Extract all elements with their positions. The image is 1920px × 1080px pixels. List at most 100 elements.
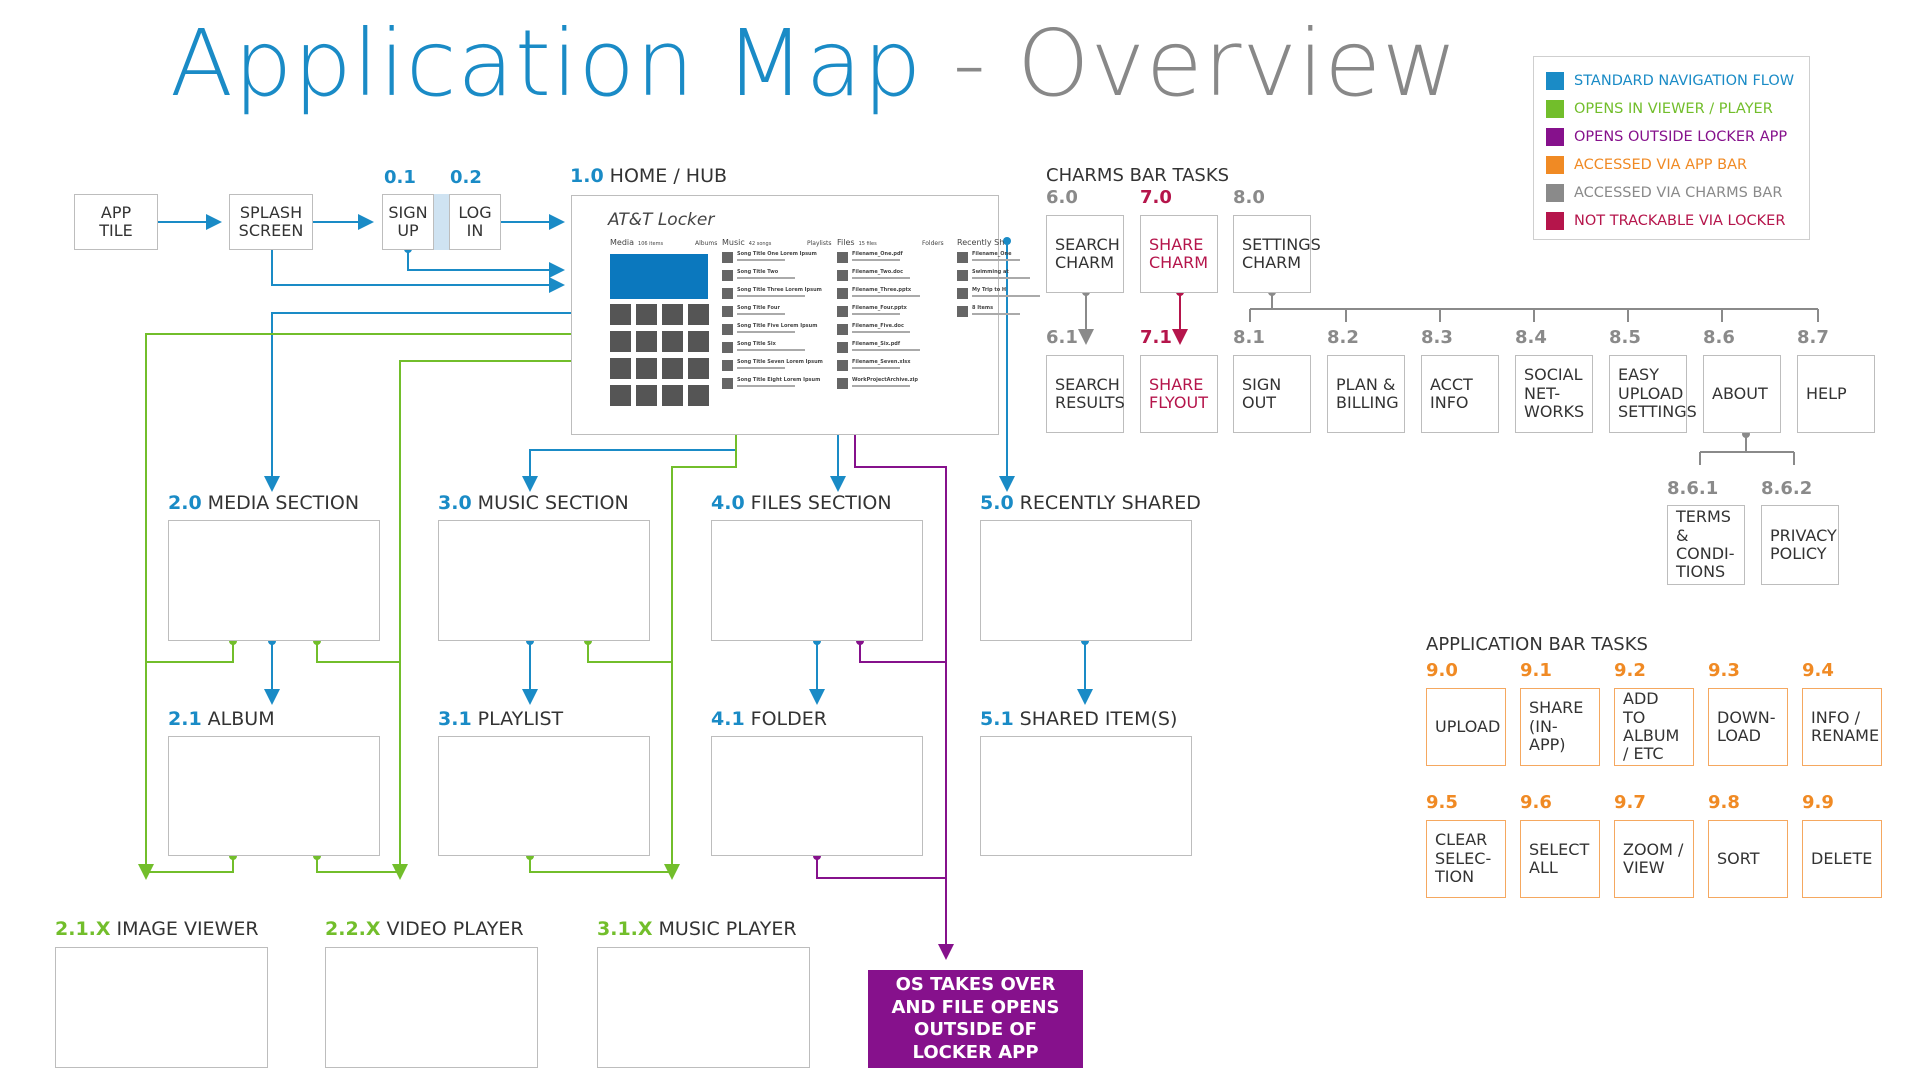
splash-screen-box[interactable]: SPLASH SCREEN bbox=[229, 194, 313, 250]
settings-item-label: SOCIAL NET-WORKS bbox=[1524, 365, 1585, 422]
hub-media-tile[interactable] bbox=[636, 304, 657, 325]
hub-list-thumb bbox=[837, 378, 848, 389]
hub-media-tile[interactable] bbox=[662, 385, 683, 406]
signup-box[interactable]: SIGN UP bbox=[382, 194, 434, 250]
recent-section-box[interactable] bbox=[980, 520, 1192, 641]
settings-item-box[interactable]: ABOUT bbox=[1703, 355, 1781, 433]
search-results-box[interactable]: SEARCH RESULTS bbox=[1046, 355, 1125, 433]
music-player-box[interactable] bbox=[597, 947, 810, 1068]
folder-box[interactable] bbox=[711, 736, 923, 856]
playlist-label: PLAYLIST bbox=[477, 708, 564, 730]
appbar-item-box[interactable]: SORT bbox=[1708, 820, 1788, 898]
appbar-item-number: 9.9 bbox=[1802, 792, 1834, 813]
appbar-item-label: UPLOAD bbox=[1435, 716, 1501, 736]
settings-item-box[interactable]: EASY UPLOAD SETTINGS bbox=[1609, 355, 1697, 433]
hub-media-tile[interactable] bbox=[610, 304, 631, 325]
hub-media-tile[interactable] bbox=[688, 358, 709, 379]
appbar-item-box[interactable]: SELECT ALL bbox=[1520, 820, 1600, 898]
hub-list-subtitle bbox=[852, 259, 900, 261]
appbar-item-number: 9.3 bbox=[1708, 660, 1740, 681]
settings-item-box[interactable]: ACCT INFO bbox=[1421, 355, 1499, 433]
hub-media-tile[interactable] bbox=[662, 331, 683, 352]
files-section-label: FILES SECTION bbox=[750, 492, 892, 514]
appbar-item-number: 9.4 bbox=[1802, 660, 1834, 681]
files-section-box[interactable] bbox=[711, 520, 923, 641]
appbar-item-box[interactable]: ZOOM / VIEW bbox=[1614, 820, 1694, 898]
appbar-item-box[interactable]: ADD TO ALBUM / ETC bbox=[1614, 688, 1694, 766]
media-section-box[interactable] bbox=[168, 520, 380, 641]
hub-list-title: Song Title Eight Lorem Ipsum bbox=[737, 377, 821, 383]
hub-media-tile[interactable] bbox=[636, 358, 657, 379]
hub-list-title: Song Title Six bbox=[737, 341, 776, 347]
image-viewer-number: 2.1.X bbox=[55, 918, 111, 940]
settings-item-box[interactable]: SIGN OUT bbox=[1233, 355, 1311, 433]
hub-list-subtitle bbox=[972, 295, 1040, 297]
about-item-box[interactable]: TERMS & CONDI-TIONS bbox=[1667, 505, 1745, 585]
hub-list-subtitle bbox=[737, 295, 805, 297]
settings-charm-box[interactable]: SETTINGS CHARM bbox=[1233, 215, 1321, 293]
music-section-box[interactable] bbox=[438, 520, 650, 641]
album-box[interactable] bbox=[168, 736, 380, 856]
hub-media-tile[interactable] bbox=[610, 358, 631, 379]
search-results-number: 6.1 bbox=[1046, 327, 1078, 348]
appbar-item-box[interactable]: DELETE bbox=[1802, 820, 1882, 898]
hub-media-tile[interactable] bbox=[636, 331, 657, 352]
settings-item-label: PLAN & BILLING bbox=[1336, 374, 1399, 412]
legend-swatch bbox=[1546, 128, 1564, 146]
hub-media-tile[interactable] bbox=[610, 385, 631, 406]
hub-media-tile[interactable] bbox=[688, 385, 709, 406]
login-number: 0.2 bbox=[450, 167, 482, 188]
appbar-item-box[interactable]: CLEAR SELEC-TION bbox=[1426, 820, 1506, 898]
login-box[interactable]: LOG IN bbox=[449, 194, 501, 250]
hub-list-title: Song Title Three Lorem Ipsum bbox=[737, 287, 822, 293]
share-charm-label: SHARE CHARM bbox=[1149, 234, 1209, 272]
appbar-item-number: 9.0 bbox=[1426, 660, 1458, 681]
share-charm-box[interactable]: SHARE CHARM bbox=[1140, 215, 1218, 293]
playlist-box[interactable] bbox=[438, 736, 650, 856]
hub-list-subtitle bbox=[737, 385, 795, 387]
search-charm-box[interactable]: SEARCH CHARM bbox=[1046, 215, 1124, 293]
settings-item-box[interactable]: PLAN & BILLING bbox=[1327, 355, 1405, 433]
hub-column-header: Recently Sh bbox=[957, 238, 1004, 247]
hub-media-tile[interactable] bbox=[662, 304, 683, 325]
hub-app-title: AT&T Locker bbox=[608, 210, 715, 230]
hub-media-tile[interactable] bbox=[688, 331, 709, 352]
hub-media-tile[interactable] bbox=[636, 385, 657, 406]
hub-media-tile[interactable] bbox=[688, 304, 709, 325]
video-player-box[interactable] bbox=[325, 947, 538, 1068]
hub-list-thumb bbox=[837, 252, 848, 263]
hub-list-thumb bbox=[957, 270, 968, 281]
appbar-item-box[interactable]: INFO / RENAME bbox=[1802, 688, 1882, 766]
appbar-item-label: CLEAR SELEC-TION bbox=[1435, 830, 1492, 887]
settings-item-box[interactable]: SOCIAL NET-WORKS bbox=[1515, 355, 1593, 433]
title-part1: Application Map bbox=[170, 10, 923, 117]
hub-column-name: Media bbox=[610, 238, 635, 247]
appbar-item-box[interactable]: DOWN-LOAD bbox=[1708, 688, 1788, 766]
legend-label: NOT TRACKABLE VIA LOCKER bbox=[1574, 213, 1786, 229]
appbar-item-box[interactable]: UPLOAD bbox=[1426, 688, 1506, 766]
settings-item-box[interactable]: HELP bbox=[1797, 355, 1875, 433]
hub-media-tile-large[interactable] bbox=[610, 254, 708, 299]
settings-item-label: ABOUT bbox=[1712, 383, 1768, 403]
about-item-number: 8.6.2 bbox=[1761, 478, 1813, 499]
image-viewer-box[interactable] bbox=[55, 947, 268, 1068]
app-tile-box[interactable]: APP TILE bbox=[74, 194, 158, 250]
hub-list-thumb bbox=[837, 342, 848, 353]
hub-media-tile[interactable] bbox=[662, 358, 683, 379]
folder-number: 4.1 bbox=[711, 708, 745, 730]
hub-label: HOME / HUB bbox=[609, 165, 728, 187]
hub-media-tile[interactable] bbox=[610, 331, 631, 352]
share-flyout-box[interactable]: SHARE FLYOUT bbox=[1140, 355, 1218, 433]
image-viewer-label: IMAGE VIEWER bbox=[116, 918, 259, 940]
shared-items-box[interactable] bbox=[980, 736, 1192, 856]
appbar-item-box[interactable]: SHARE (IN-APP) bbox=[1520, 688, 1600, 766]
about-item-box[interactable]: PRIVACY POLICY bbox=[1761, 505, 1839, 585]
hub-list-subtitle bbox=[852, 295, 920, 297]
